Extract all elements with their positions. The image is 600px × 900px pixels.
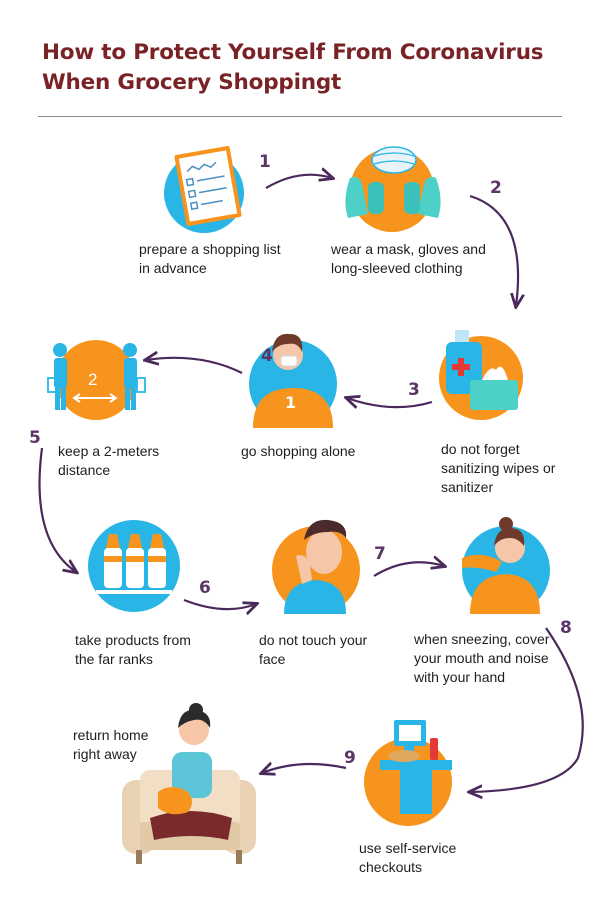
step-3-caption: do not forget sanitizing wipes or saniti… bbox=[441, 441, 556, 495]
step-6-caption: take products from the far ranks bbox=[75, 632, 191, 667]
step-number-4: 4 bbox=[261, 346, 273, 366]
arrow-3-to-4 bbox=[347, 398, 433, 407]
step-1-caption: prepare a shopping list in advance bbox=[139, 241, 281, 276]
arrow-9-to-home bbox=[262, 764, 347, 773]
arrow-1-to-2 bbox=[265, 175, 332, 189]
step-number-1: 1 bbox=[259, 152, 271, 172]
masked-person-icon bbox=[249, 333, 337, 428]
step-4-caption: go shopping alone bbox=[241, 443, 356, 459]
step-number-7: 7 bbox=[374, 544, 386, 564]
step-number-8: 8 bbox=[560, 618, 572, 638]
milk-bottles-icon bbox=[88, 520, 180, 612]
sneeze-icon bbox=[462, 517, 550, 614]
arrow-7-to-8 bbox=[373, 562, 444, 577]
flow-arrows bbox=[38, 175, 584, 792]
return-home-caption: return home right away bbox=[73, 727, 149, 762]
mask-gloves-icon bbox=[345, 146, 441, 232]
step-5-caption: keep a 2-meters distance bbox=[58, 443, 160, 478]
distance-label: 2 bbox=[88, 370, 98, 389]
title-line-2: When Grocery Shoppingt bbox=[42, 70, 342, 95]
arrow-2-to-3 bbox=[469, 194, 518, 306]
step-number-3: 3 bbox=[408, 380, 420, 400]
checklist-icon bbox=[164, 146, 244, 233]
step-7-caption: do not touch your face bbox=[259, 632, 368, 667]
self-checkout-icon bbox=[364, 720, 452, 826]
step-2-caption: wear a mask, gloves and long-sleeved clo… bbox=[331, 241, 486, 276]
step-8-caption: when sneezing, cover your mouth and nois… bbox=[414, 631, 550, 685]
title-divider bbox=[38, 116, 562, 117]
step-number-9: 9 bbox=[344, 748, 356, 768]
step-number-2: 2 bbox=[490, 178, 502, 198]
page-title: How to Protect Yourself From Coronavirus… bbox=[42, 38, 582, 98]
arrow-6-to-7 bbox=[183, 598, 256, 609]
shirt-number: 1 bbox=[285, 393, 297, 412]
arrow-5-to-6 bbox=[38, 447, 76, 572]
arrow-4-to-5 bbox=[146, 358, 243, 374]
step-number-5: 5 bbox=[29, 428, 41, 448]
home-sofa-icon bbox=[122, 703, 256, 864]
distance-icon bbox=[47, 340, 146, 420]
title-line-1: How to Protect Yourself From Coronavirus bbox=[42, 40, 544, 65]
step-number-6: 6 bbox=[199, 578, 211, 598]
sanitizer-icon bbox=[439, 330, 523, 420]
face-touch-icon bbox=[272, 519, 360, 614]
arrow-8-to-9 bbox=[470, 627, 584, 792]
step-9-caption: use self-service checkouts bbox=[359, 840, 457, 875]
